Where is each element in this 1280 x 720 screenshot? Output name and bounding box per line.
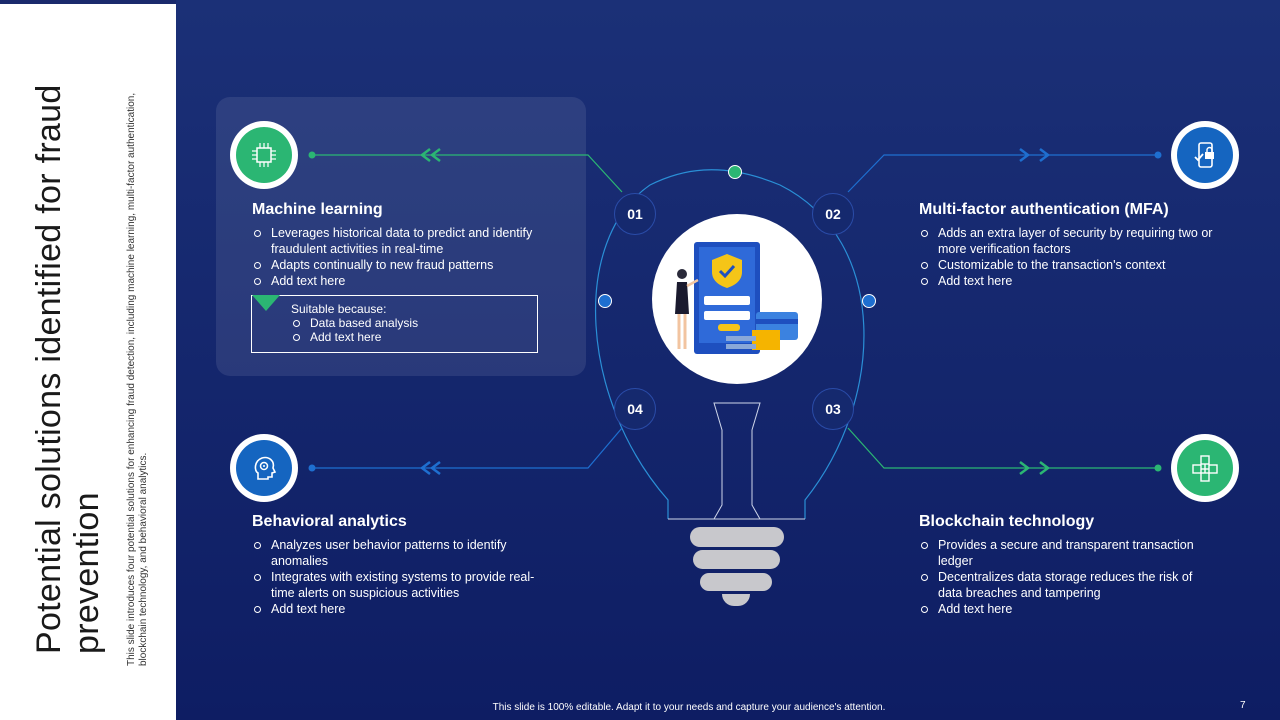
security-illustration	[652, 214, 822, 384]
list-item: Add text here	[252, 601, 537, 617]
list-item: Leverages historical data to predict and…	[252, 225, 552, 257]
mfa-title: Multi-factor authentication (MFA)	[919, 201, 1169, 218]
ml-solution: Machine learning Leverages historical da…	[252, 201, 552, 289]
suitable-heading: Suitable because:	[291, 302, 387, 316]
blockchain-solution: Blockchain technology Provides a secure …	[919, 513, 1219, 617]
list-item: Integrates with existing systems to prov…	[252, 569, 537, 601]
ai-chip-icon	[252, 143, 276, 167]
bulb-base-segment	[693, 550, 780, 569]
mobile-lock-icon	[1194, 142, 1214, 168]
suitable-marker	[252, 295, 280, 311]
mfa-badge	[1171, 121, 1239, 189]
step-number-03: 03	[812, 388, 854, 430]
list-item: Provides a secure and transparent transa…	[919, 537, 1219, 569]
blockchain-cubes-icon	[1192, 455, 1218, 482]
behavioral-solution: Behavioral analytics Analyzes user behav…	[252, 513, 537, 617]
list-item: Data based analysis	[291, 316, 537, 330]
page-number: 7	[1240, 700, 1246, 711]
mfa-solution: Multi-factor authentication (MFA) Adds a…	[919, 201, 1219, 289]
behavioral-badge	[230, 434, 298, 502]
list-item: Analyzes user behavior patterns to ident…	[252, 537, 537, 569]
blockchain-title: Blockchain technology	[919, 513, 1095, 530]
step-number-04: 04	[614, 388, 656, 430]
bulb-tip	[722, 594, 750, 606]
bulb-base-segment	[700, 573, 772, 591]
list-item: Add text here	[919, 273, 1219, 289]
blockchain-badge	[1171, 434, 1239, 502]
list-item: Customizable to the transaction's contex…	[919, 257, 1219, 273]
list-item: Adds an extra layer of security by requi…	[919, 225, 1219, 257]
secure-login-illustration-icon	[675, 242, 798, 354]
list-item: Decentralizes data storage reduces the r…	[919, 569, 1219, 601]
ml-bullets: Leverages historical data to predict and…	[252, 225, 552, 289]
step-number-01: 01	[614, 193, 656, 235]
ml-title: Machine learning	[252, 201, 383, 218]
list-item: Add text here	[919, 601, 1219, 617]
footer-note: This slide is 100% editable. Adapt it to…	[492, 702, 886, 713]
suitable-box: Suitable because: Data based analysis Ad…	[251, 295, 538, 353]
list-item: Add text here	[252, 273, 552, 289]
ml-badge	[230, 121, 298, 189]
bulb-base-segment	[690, 527, 784, 547]
behavioral-title: Behavioral analytics	[252, 513, 407, 530]
step-number-02: 02	[812, 193, 854, 235]
list-item: Add text here	[291, 330, 537, 344]
list-item: Adapts continually to new fraud patterns	[252, 257, 552, 273]
head-gears-icon	[254, 456, 277, 480]
title-sidebar: Potential solutions identified for fraud…	[0, 0, 176, 720]
